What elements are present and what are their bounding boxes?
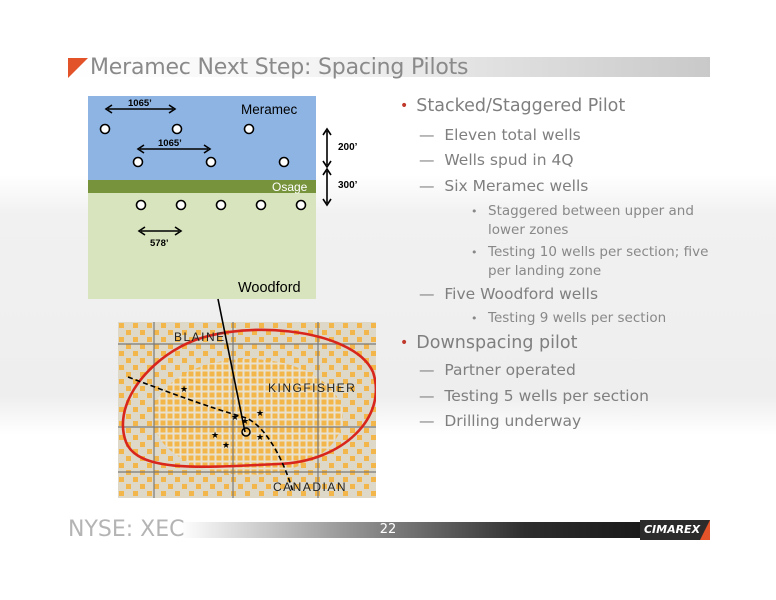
bullet-stacked-pilot: •Stacked/Staggered Pilot: [400, 96, 626, 116]
sub-bullet: — Eleven total wells: [419, 126, 581, 144]
label-kingfisher: KINGFISHER: [268, 381, 356, 395]
dim-label-top: 1065’: [128, 98, 152, 109]
sub-sub-bullet: •Testing 10 wells per section; five per …: [471, 244, 709, 279]
footer-bar: [180, 522, 640, 538]
sub-bullet: — Partner operated: [419, 361, 576, 379]
spacing-diagram: Meramec Osage Woodford 1065’ 1065’ 578’: [88, 96, 316, 299]
county-map: ★ ★ ★ ★ ★ ★ ★ BLAINE KINGFISHER CANADIAN: [118, 322, 376, 498]
well-marker: [135, 199, 147, 211]
dim-arrowheads-bottom: [137, 226, 183, 236]
well-marker: [215, 199, 227, 211]
svg-text:★: ★: [222, 441, 230, 451]
woodford-label: Woodford: [238, 280, 301, 296]
well-marker: [278, 156, 290, 168]
dim-arrowheads-top: [104, 104, 177, 114]
bullet-downspacing-pilot: •Downspacing pilot: [400, 333, 578, 353]
sub-bullet: — Five Woodford wells: [419, 285, 599, 303]
logo-text: CIMAREX: [643, 523, 701, 536]
svg-text:★: ★: [180, 385, 188, 395]
company-logo: CIMAREX: [640, 520, 710, 540]
vertical-dim-upper: 200’: [338, 142, 358, 153]
title-bar: [68, 57, 710, 77]
vertical-dimensions: 200’ 300’: [322, 127, 358, 207]
well-marker: [295, 199, 307, 211]
dim-label-bottom: 578’: [150, 238, 169, 249]
svg-text:★: ★: [256, 433, 264, 443]
well-marker: [205, 156, 217, 168]
play-outline: [121, 328, 376, 469]
page-number: 22: [379, 522, 397, 537]
well-marker: [132, 156, 144, 168]
sub-bullet: — Wells spud in 4Q: [419, 151, 574, 169]
osage-label: Osage: [272, 180, 308, 194]
svg-text:★: ★: [211, 431, 219, 441]
sub-bullet: — Testing 5 wells per section: [419, 387, 649, 405]
well-marker: [175, 199, 187, 211]
meramec-zone: [88, 96, 316, 180]
woodford-zone: [88, 193, 316, 299]
dim-label-mid: 1065’: [158, 138, 182, 149]
well-marker: [171, 123, 183, 135]
label-blaine: BLAINE: [174, 330, 226, 344]
sub-sub-bullet: •Staggered between upper and lower zones: [471, 203, 694, 238]
well-marker: [243, 123, 255, 135]
lease-cluster: [153, 359, 343, 475]
sub-bullet: — Six Meramec wells: [419, 177, 589, 195]
svg-text:★: ★: [256, 409, 264, 419]
dim-arrowheads-mid: [136, 144, 212, 154]
well-marker: [99, 123, 111, 135]
sub-bullet: — Drilling underway: [419, 412, 582, 430]
osage-zone: [88, 180, 316, 193]
sub-sub-bullet: •Testing 9 wells per section: [471, 310, 667, 326]
ticker-label: NYSE: XEC: [68, 517, 185, 542]
meramec-label: Meramec: [241, 102, 298, 117]
title-accent-triangle: [68, 58, 88, 78]
slide-title: Meramec Next Step: Spacing Pilots: [90, 55, 469, 80]
vertical-dim-lower: 300’: [338, 180, 358, 191]
logo-accent: [700, 520, 710, 540]
well-marker: [255, 199, 267, 211]
svg-text:★: ★: [231, 413, 239, 423]
svg-text:★: ★: [241, 417, 249, 427]
label-canadian: CANADIAN: [273, 480, 347, 494]
